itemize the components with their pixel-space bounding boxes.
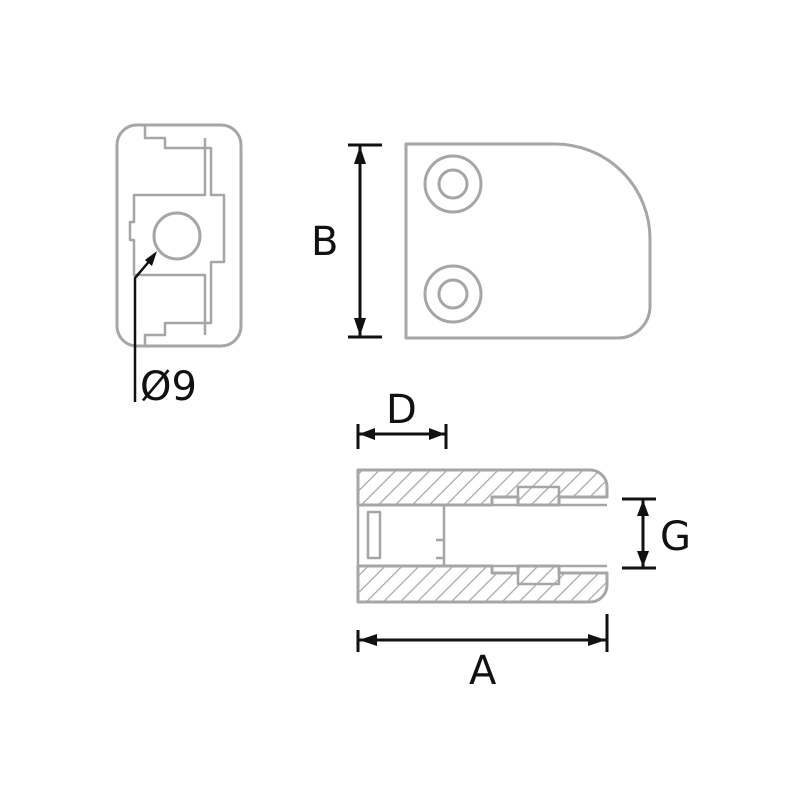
- dimension-d: [356, 424, 448, 449]
- front-view-insert-left: [128, 138, 207, 335]
- side-view-outline: [404, 142, 652, 340]
- bore-hole: [152, 211, 202, 261]
- section-cavity-plug: [356, 503, 446, 568]
- diameter-leader: [133, 251, 157, 402]
- diameter-arrowhead: [145, 251, 157, 266]
- dimension-b-label: B: [311, 219, 338, 265]
- section-view: [356, 468, 609, 604]
- front-view-upper-channel: [143, 125, 226, 271]
- front-view-outline: [115, 123, 243, 348]
- diameter-label: Ø9: [140, 364, 197, 410]
- section-bottom-wall: [356, 564, 609, 604]
- dimension-g: [622, 497, 656, 570]
- dimension-a-label: A: [469, 648, 497, 694]
- lower-hole-outer: [423, 264, 483, 324]
- dimension-d-label: D: [386, 387, 417, 433]
- lower-hole-inner: [437, 278, 469, 310]
- dimension-a: [356, 614, 609, 652]
- dimension-g-label: G: [660, 514, 691, 560]
- section-top-wall: [356, 468, 609, 507]
- front-view: [115, 123, 243, 348]
- front-view-lower-channel: [143, 271, 213, 346]
- upper-hole-outer: [423, 154, 483, 214]
- side-view: [404, 142, 652, 340]
- upper-hole-inner: [437, 168, 469, 200]
- dimension-b: [348, 143, 382, 339]
